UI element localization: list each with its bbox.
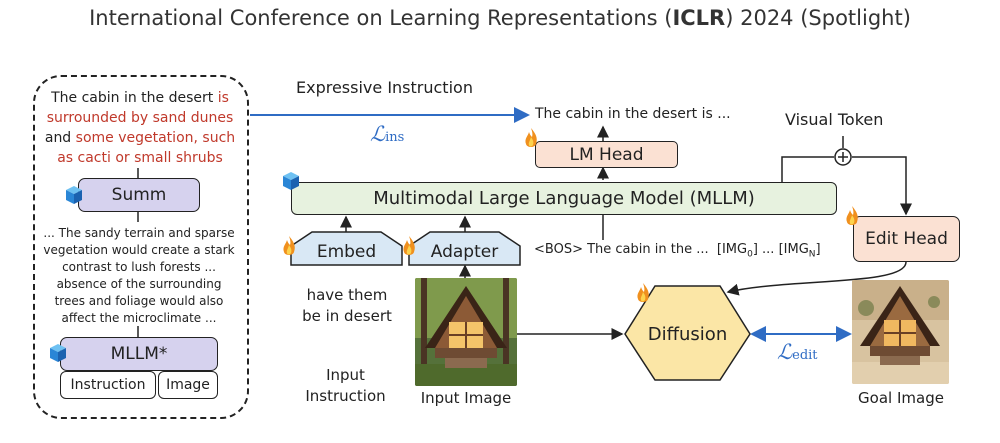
diffusion-label: Diffusion <box>647 323 728 345</box>
visual-token-label: Visual Token <box>785 110 884 129</box>
input-instruction-label: Input Instruction <box>305 366 386 405</box>
summ-box: Summ <box>78 178 200 212</box>
loss-ins-label: ℒins <box>370 122 405 146</box>
title-text-pre: International Conference on Learning Rep… <box>89 6 673 30</box>
mllm-box: Multimodal Large Language Model (MLLM) <box>291 182 837 215</box>
page-title: International Conference on Learning Rep… <box>0 6 1000 30</box>
input-image-label: Input Image <box>420 389 512 407</box>
adapter-label: Adapter <box>430 241 499 262</box>
edit-head-box: Edit Head <box>853 216 960 262</box>
caption-text: The cabin in the desert is surrounded by… <box>44 90 236 166</box>
expressive-instruction-panel <box>33 75 249 419</box>
expressive-instruction-label: Expressive Instruction <box>296 78 473 97</box>
embed-label: Embed <box>316 241 377 262</box>
loss-edit-label: ℒedit <box>777 340 818 364</box>
lm-head-box: LM Head <box>535 141 678 168</box>
goal-image-label: Goal Image <box>858 389 944 407</box>
diffusion-hexagon <box>624 285 751 381</box>
instruction-tab: Instruction <box>60 371 156 399</box>
title-text-bold: ICLR <box>672 6 726 30</box>
instruction-text: have them be in desert <box>302 286 392 325</box>
image-tab: Image <box>158 371 218 399</box>
visual-token-line-right <box>852 156 912 216</box>
output-text: The cabin in the desert is ... <box>535 106 731 122</box>
mllm-star-box: MLLM* <box>60 337 218 371</box>
long-description-text: ... The sandy terrain and sparse vegetat… <box>43 226 235 325</box>
edithead-diffusion-arrow <box>726 261 907 296</box>
goal-image <box>852 280 949 384</box>
input-sequence-text: <BOS> The cabin in the ... [IMG0] ... [I… <box>534 242 821 260</box>
visual-token-line-left <box>781 156 834 182</box>
title-text-post: ) 2024 (Spotlight) <box>725 6 911 30</box>
input-image <box>415 278 517 386</box>
